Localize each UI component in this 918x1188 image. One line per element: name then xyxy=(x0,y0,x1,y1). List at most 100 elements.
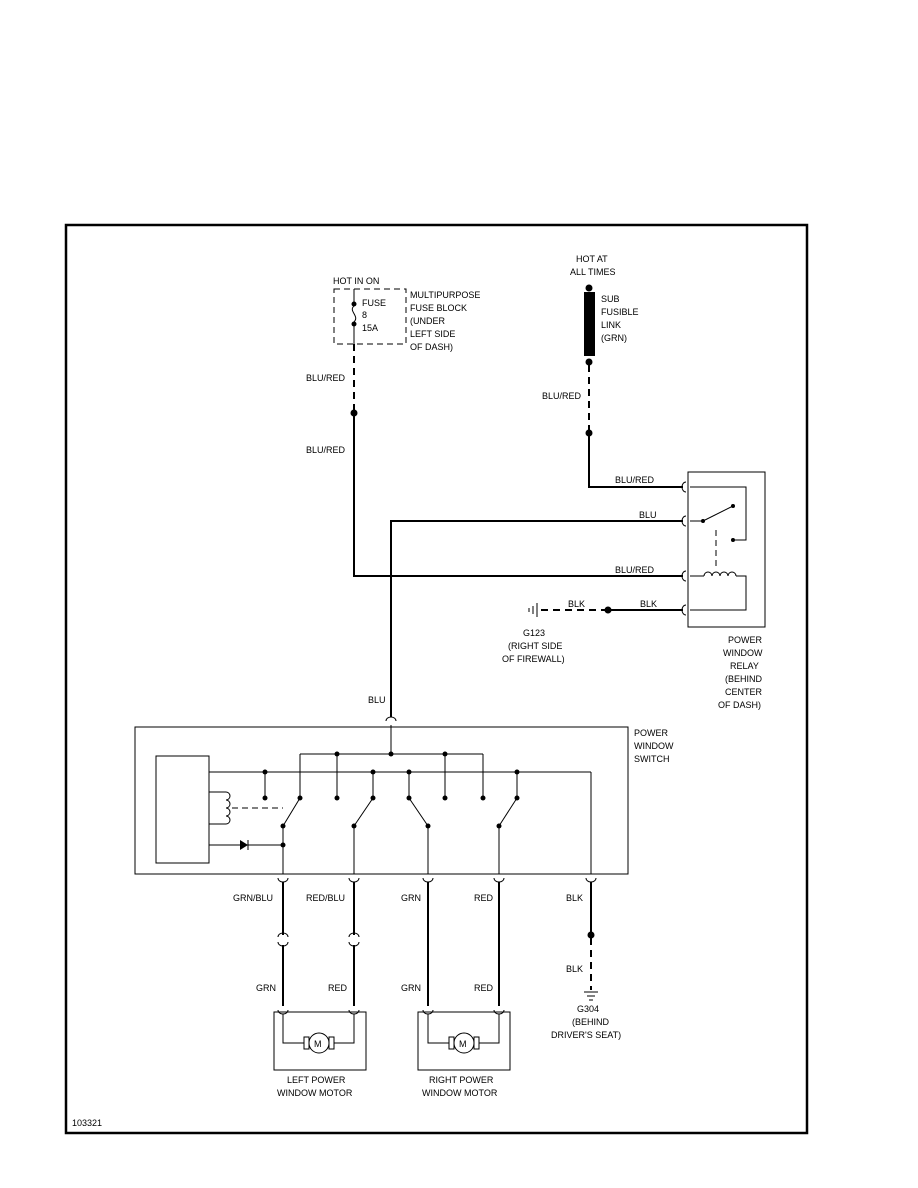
motor-label: RIGHT POWER xyxy=(429,1075,494,1085)
power-window-relay: POWER WINDOW RELAY (BEHIND CENTER OF DAS… xyxy=(681,471,766,710)
switch-label: WINDOW xyxy=(634,741,674,751)
switch-contact-icon xyxy=(353,797,374,827)
wire-label: RED xyxy=(474,893,494,903)
switch-coil-icon xyxy=(225,791,231,825)
switch-box xyxy=(134,726,629,875)
connector-icon xyxy=(277,877,289,883)
ground-label: DRIVER'S SEAT) xyxy=(551,1030,621,1040)
connector-icon xyxy=(277,1009,289,1015)
fuse-location-line: (UNDER xyxy=(410,316,445,326)
link-label: (GRN) xyxy=(601,333,627,343)
connector-icon xyxy=(681,481,687,493)
connector-icon xyxy=(385,716,397,722)
left-motor-box xyxy=(273,1011,367,1071)
diode-icon xyxy=(240,840,248,850)
connector-icon xyxy=(422,877,434,883)
wire-link-to-relay xyxy=(588,433,683,488)
fuse-location-line: LEFT SIDE xyxy=(410,329,455,339)
fuse-number: 8 xyxy=(362,310,367,320)
motor-label: WINDOW MOTOR xyxy=(422,1088,498,1098)
fuse-block: HOT IN ON FUSE 8 15A MULTIPURPOSE FUSE B… xyxy=(333,276,480,352)
motor-symbol: M xyxy=(314,1039,322,1049)
connector-icon xyxy=(348,1009,360,1015)
switch-control-module xyxy=(155,755,210,864)
fusible-link-icon xyxy=(584,292,595,356)
wire-label: BLU/RED xyxy=(615,565,655,575)
connector-icon xyxy=(493,877,505,883)
wire-label: GRN xyxy=(256,983,276,993)
switch-contact-icon xyxy=(498,797,518,827)
wire-label: BLK xyxy=(566,964,583,974)
wire-label: BLK xyxy=(640,599,657,609)
switch-contact-icon xyxy=(282,797,301,827)
fusible-link: HOT AT ALL TIMES SUB FUSIBLE LINK (GRN) xyxy=(570,254,639,366)
connector-icon xyxy=(585,877,597,883)
ground-icon xyxy=(584,991,598,1001)
fuse-label: FUSE xyxy=(362,298,386,308)
motor-icon xyxy=(308,1032,330,1054)
fuse-icon xyxy=(351,305,357,323)
ground-label: (BEHIND xyxy=(572,1017,610,1027)
relay-switch-icon xyxy=(702,505,734,522)
connector-icon xyxy=(681,570,687,582)
connector-icon xyxy=(277,932,289,938)
ground-label: G123 xyxy=(523,628,545,638)
power-window-switch: POWER WINDOW SWITCH xyxy=(134,725,674,875)
connector-icon xyxy=(493,1009,505,1015)
relay-label: RELAY xyxy=(730,661,759,671)
relay-label: (BEHIND xyxy=(725,674,763,684)
motor-symbol: M xyxy=(459,1039,467,1049)
wire-relay-to-switch xyxy=(390,520,683,717)
connector-icon xyxy=(422,1009,434,1015)
link-label: FUSIBLE xyxy=(601,307,639,317)
figure-id: 103321 xyxy=(72,1118,102,1128)
right-power-window-motor: M RIGHT POWER WINDOW MOTOR xyxy=(417,1009,511,1098)
ground-label: (RIGHT SIDE xyxy=(508,641,562,651)
link-hot-label: ALL TIMES xyxy=(570,267,616,277)
link-label: SUB xyxy=(601,294,620,304)
wire-label: BLK xyxy=(566,893,583,903)
relay-label: POWER xyxy=(728,635,763,645)
diagram-frame xyxy=(64,223,809,1135)
fuse-location-line: OF DASH) xyxy=(410,342,453,352)
switch-label: POWER xyxy=(634,728,669,738)
wire-label: BLK xyxy=(568,599,585,609)
wire-label: BLU xyxy=(368,695,386,705)
wire-fuse-to-relay xyxy=(353,413,683,577)
wire-label: BLU xyxy=(639,510,657,520)
left-power-window-motor: M LEFT POWER WINDOW MOTOR xyxy=(273,1009,367,1098)
switch-label: SWITCH xyxy=(634,754,670,764)
wire-label: GRN/BLU xyxy=(233,893,273,903)
fuse-rating: 15A xyxy=(362,323,378,333)
wire-label: BLU/RED xyxy=(306,373,346,383)
wire-label: GRN xyxy=(401,983,421,993)
switch-contact-icon xyxy=(408,797,429,827)
link-hot-label: HOT AT xyxy=(576,254,608,264)
right-motor-box xyxy=(417,1011,511,1071)
wire-label: GRN xyxy=(401,893,421,903)
wire-label: BLU/RED xyxy=(306,445,346,455)
relay-box xyxy=(687,471,766,628)
ground-icon xyxy=(528,603,538,617)
fuse-hot-label: HOT IN ON xyxy=(333,276,379,286)
motor-label: LEFT POWER xyxy=(287,1075,346,1085)
relay-coil-icon xyxy=(703,571,737,577)
relay-label: WINDOW xyxy=(723,648,763,658)
ground-label: G304 xyxy=(577,1004,599,1014)
connector-icon xyxy=(348,932,360,938)
relay-label: CENTER xyxy=(725,687,763,697)
fuse-location-line: MULTIPURPOSE xyxy=(410,290,480,300)
wire-label: BLU/RED xyxy=(615,475,655,485)
link-label: LINK xyxy=(601,320,621,330)
ground-label: OF FIREWALL) xyxy=(502,654,565,664)
motor-label: WINDOW MOTOR xyxy=(277,1088,353,1098)
wire-label: BLU/RED xyxy=(542,391,582,401)
fuse-block-outline xyxy=(333,288,407,345)
wire-label: RED xyxy=(474,983,494,993)
connector-icon xyxy=(348,877,360,883)
wire-label: RED xyxy=(328,983,348,993)
relay-label: OF DASH) xyxy=(718,700,761,710)
fuse-location-line: FUSE BLOCK xyxy=(410,303,467,313)
wire-label: RED/BLU xyxy=(306,893,345,903)
